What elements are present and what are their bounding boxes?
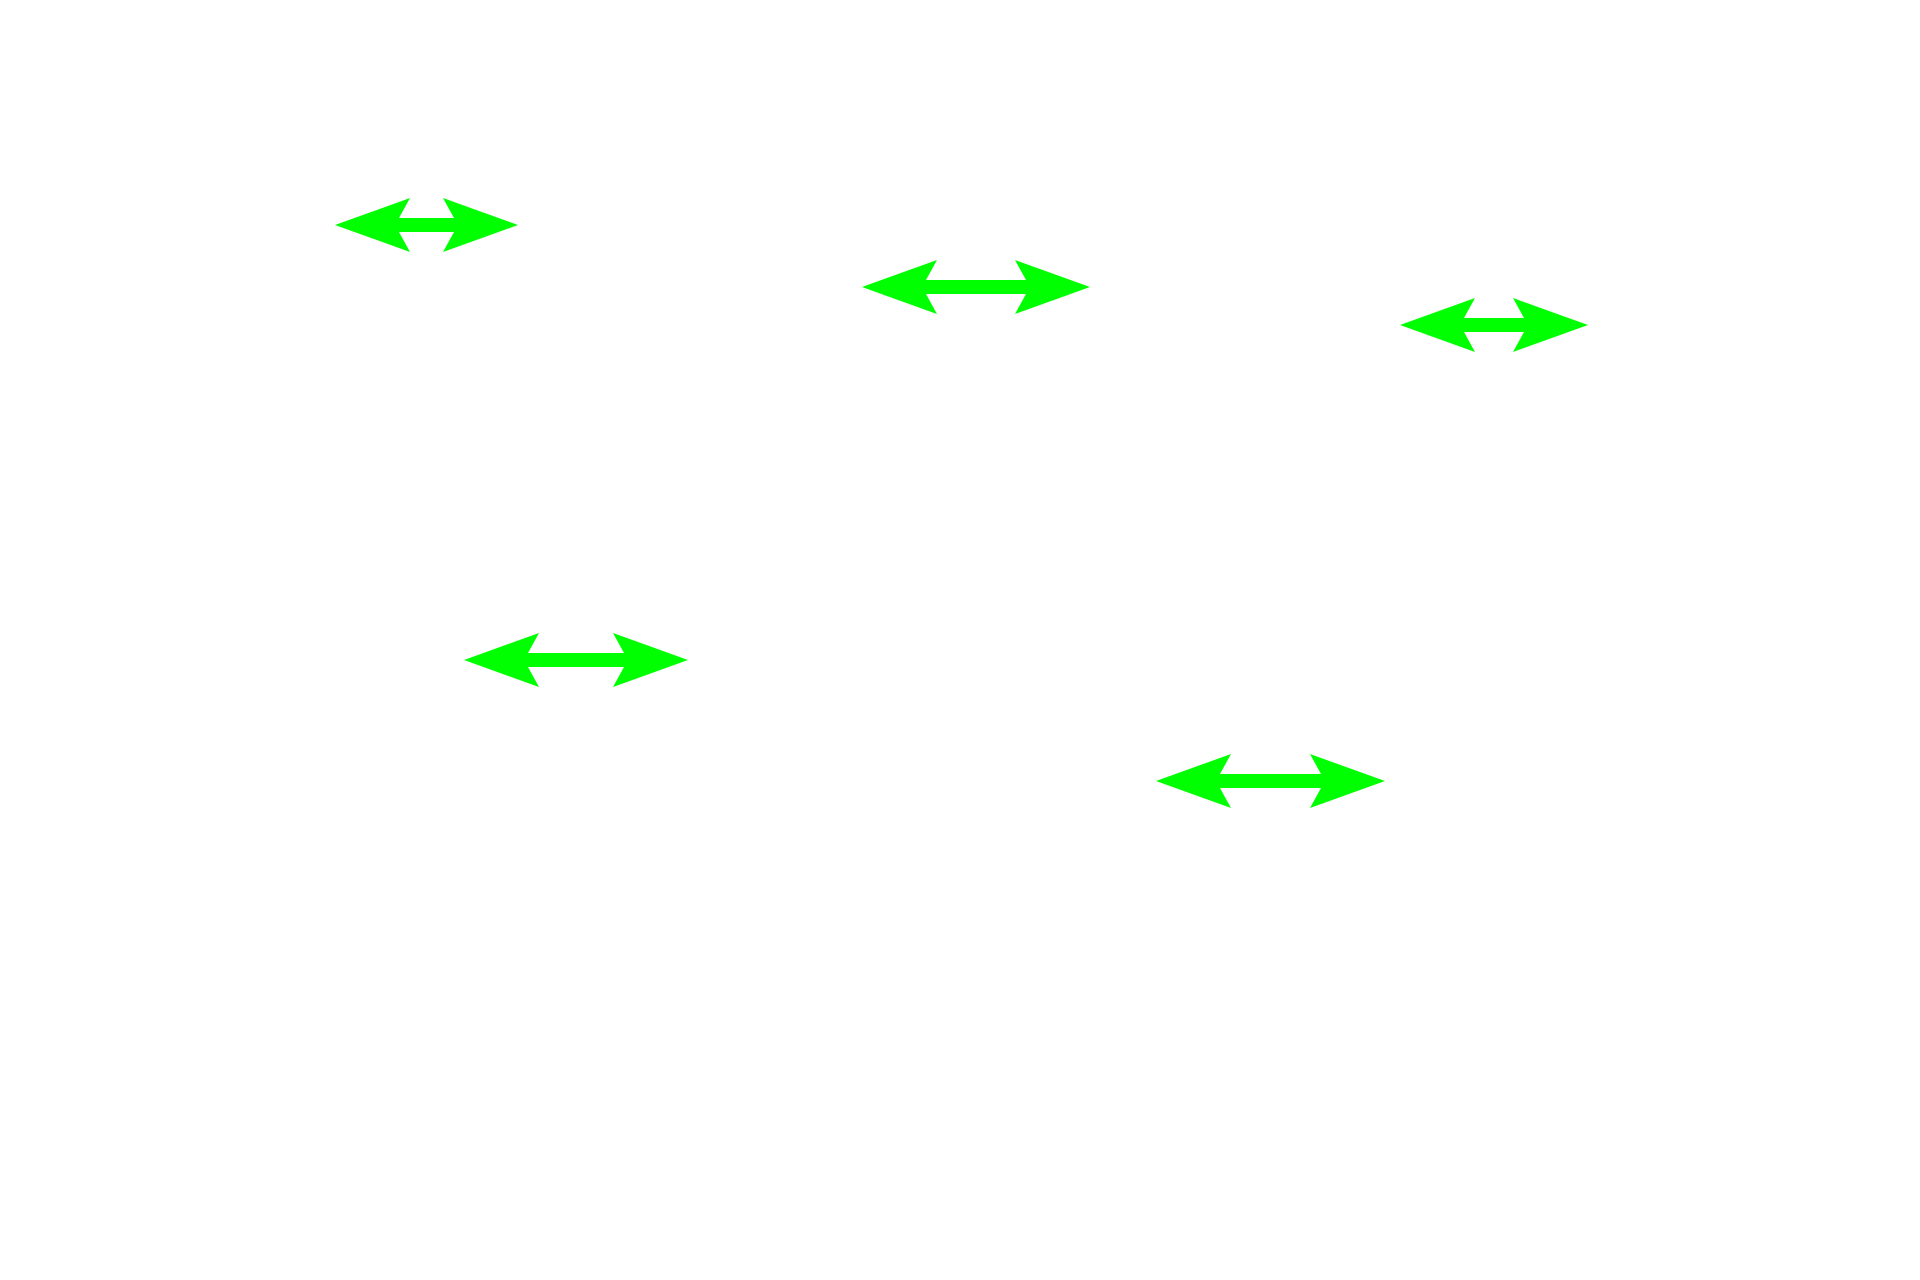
arrow-shape <box>464 633 688 687</box>
arrow-shape <box>1156 754 1385 808</box>
double-arrow-icon-5 <box>1156 754 1385 808</box>
double-arrow-icon-3 <box>1400 298 1588 352</box>
arrow-shape <box>1400 298 1588 352</box>
arrow-shape <box>862 260 1090 314</box>
double-arrow-icon-4 <box>464 633 688 687</box>
double-arrow-icon-2 <box>862 260 1090 314</box>
arrow-shape <box>335 198 518 252</box>
double-arrow-icon-1 <box>335 198 518 252</box>
